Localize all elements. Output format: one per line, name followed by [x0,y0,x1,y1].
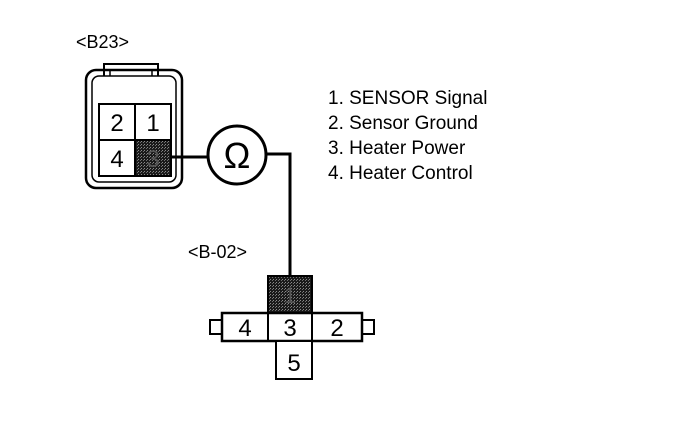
legend-item-1: 1. SENSOR Signal [328,88,488,109]
b23-pin-2: 2 [110,110,123,137]
b23-pin-3: 3 [146,146,159,173]
b02-pin-4: 4 [238,315,251,342]
ohmmeter-icon: Ω [206,124,268,186]
legend-item-3: 3. Heater Power [328,138,466,159]
b02-pin-5: 5 [287,350,300,377]
b02-pin-1-highlight [267,275,313,315]
wire-meter-to-b02 [266,152,292,278]
b23-pin-1: 1 [146,110,159,137]
legend-item-2: 2. Sensor Ground [328,113,478,134]
b02-pin-1: 1 [284,283,296,308]
b23-pin-4: 4 [110,146,123,173]
ohm-symbol: Ω [224,135,251,176]
connector-b02-label: <B-02> [188,242,248,262]
connector-b23: 2 1 4 3 [84,63,184,190]
b23-pin-3-highlight [136,141,170,175]
b02-pin-3: 3 [283,315,296,342]
connector-b02: 1 4 3 2 5 [209,275,375,380]
b02-pin-2: 2 [330,315,343,342]
pin-legend: 1. SENSOR Signal 2. Sensor Ground 3. Hea… [328,86,487,186]
legend-item-4: 4. Heater Control [328,163,473,184]
connector-b23-label: <B23> [76,32,130,52]
